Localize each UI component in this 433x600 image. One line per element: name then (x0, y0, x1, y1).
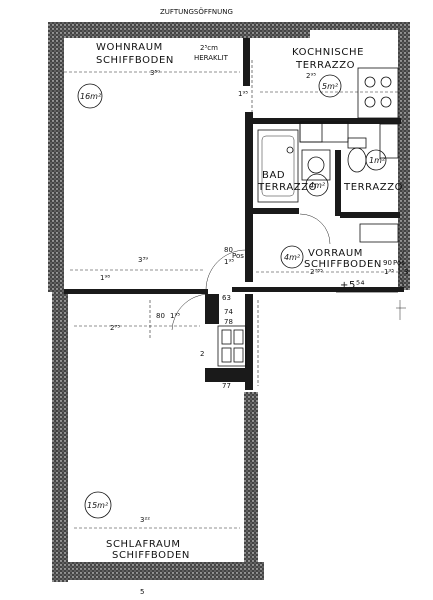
wall-left-lower (52, 292, 68, 582)
stove-burner-icon (364, 76, 376, 88)
area-schlafraum: 15m² (87, 501, 109, 510)
dim-koch-width: 2⁹⁵ (306, 72, 316, 80)
room-kochnische-floor: TERRAZZO (295, 60, 355, 71)
dim-door-pos: Pos (232, 252, 244, 260)
dim-schlaf-top: 2⁷⁵ (110, 324, 120, 332)
dim-koch-195: 1⁹⁵ (238, 90, 248, 98)
wall-bottom (52, 562, 264, 580)
door-swing-entry (398, 249, 405, 287)
area-wc: 1m² (369, 156, 386, 165)
room-wc-floor: TERRAZZO (343, 182, 403, 193)
dim-74: 74 (224, 308, 233, 316)
wall-top (48, 22, 310, 38)
area-bubbles: 16m² 5m² 4m² 1m² 4m² 15m² (77, 74, 387, 519)
room-schlafraum-floor: SCHIFFBODEN (112, 550, 190, 561)
elevation-mark: +5⁵⁴ (340, 280, 365, 291)
room-bad-name: BAD (262, 170, 285, 181)
wall-bad-vorraum (253, 208, 299, 214)
wall-right (398, 28, 410, 290)
wall-left-upper (48, 22, 64, 292)
header-scribble: ZUFTUNGSÖFFNUNG (160, 7, 233, 16)
dim-wohn-left: 1⁹⁸ (100, 274, 110, 282)
wall-wohn-bad (245, 112, 253, 282)
bathtub-icon (257, 129, 299, 203)
area-vorraum: 4m² (284, 253, 301, 262)
wall-vorraum-bottom (232, 287, 404, 292)
wall-wohn-schlaf (64, 289, 208, 294)
wall-top-right (262, 22, 410, 30)
door-swing-schlaf (171, 293, 209, 331)
wall-shaft-right (245, 294, 253, 390)
dim-wohn-width: 3⁵⁰ (150, 69, 160, 77)
dim-door-195: 1⁹⁵ (224, 258, 234, 266)
heraklit-label: HERAKLIT (194, 54, 229, 62)
wall-bad-wc (335, 150, 341, 216)
dim-2: 2 (200, 350, 204, 358)
wall-shaft-low (205, 368, 253, 382)
dim-vorraum-right: 1⁹⁵ (384, 268, 394, 276)
dim-vorraum-width: 2⁷⁸⁵ (310, 268, 323, 276)
heraklit-thickness: 2⁵cm (200, 44, 218, 52)
room-vorraum-name: VORRAUM (308, 248, 363, 259)
dim-78: 78 (224, 318, 233, 326)
dim-63: 63 (222, 294, 231, 302)
dim-door-80: 80 (224, 246, 233, 254)
dim-schlaf-width: 3²² (140, 516, 150, 524)
dim-vorraum-pos: Pos (393, 259, 405, 267)
room-labels: WOHNRAUM SCHIFFBODEN 2⁵cm HERAKLIT KOCHN… (96, 42, 403, 561)
room-vorraum-floor: SCHIFFBODEN (304, 259, 382, 270)
room-schlafraum-name: SCHLAFRAUM (106, 539, 181, 550)
door-swing-wohn (205, 249, 247, 291)
fixtures (55, 60, 406, 529)
wall-koch-bad (253, 118, 401, 124)
walls (48, 22, 410, 582)
wall-schlaf-right (244, 392, 258, 580)
area-kochnische: 5m² (322, 82, 339, 91)
dim-bottom: 5 (140, 588, 144, 596)
dimension-labels: 3⁵⁰ 2⁹⁵ 3³⁹ 1⁹⁸ 80 Pos 1⁹⁵ 1⁹⁵ 2⁷⁵ 80 1⁹… (100, 69, 408, 596)
dim-vorraum-3: 3 (404, 268, 408, 276)
area-bad: 4m² (309, 181, 326, 190)
dim-schlaf-door-195: 1⁹⁵ (170, 312, 180, 320)
area-wohnraum: 16m² (80, 92, 102, 101)
dim-vorraum-90: 90 (383, 259, 392, 267)
door-swing-bad (299, 213, 331, 245)
room-kochnische-name: KOCHNISCHE (292, 47, 364, 58)
room-wohnraum-name: WOHNRAUM (96, 42, 163, 53)
room-wohnraum-floor: SCHIFFBODEN (96, 55, 174, 66)
dim-77: 77 (222, 382, 231, 390)
wall-wc-vorraum (340, 212, 400, 218)
washbasin-icon (301, 149, 331, 181)
room-bad-floor: TERRAZZO (257, 182, 317, 193)
wall-wohn-koch (243, 38, 250, 86)
wall-shaft (205, 294, 219, 324)
dim-schlaf-door-80: 80 (156, 312, 165, 320)
dim-wohn-mid: 3³⁹ (138, 256, 148, 264)
toilet-icon (347, 147, 367, 173)
